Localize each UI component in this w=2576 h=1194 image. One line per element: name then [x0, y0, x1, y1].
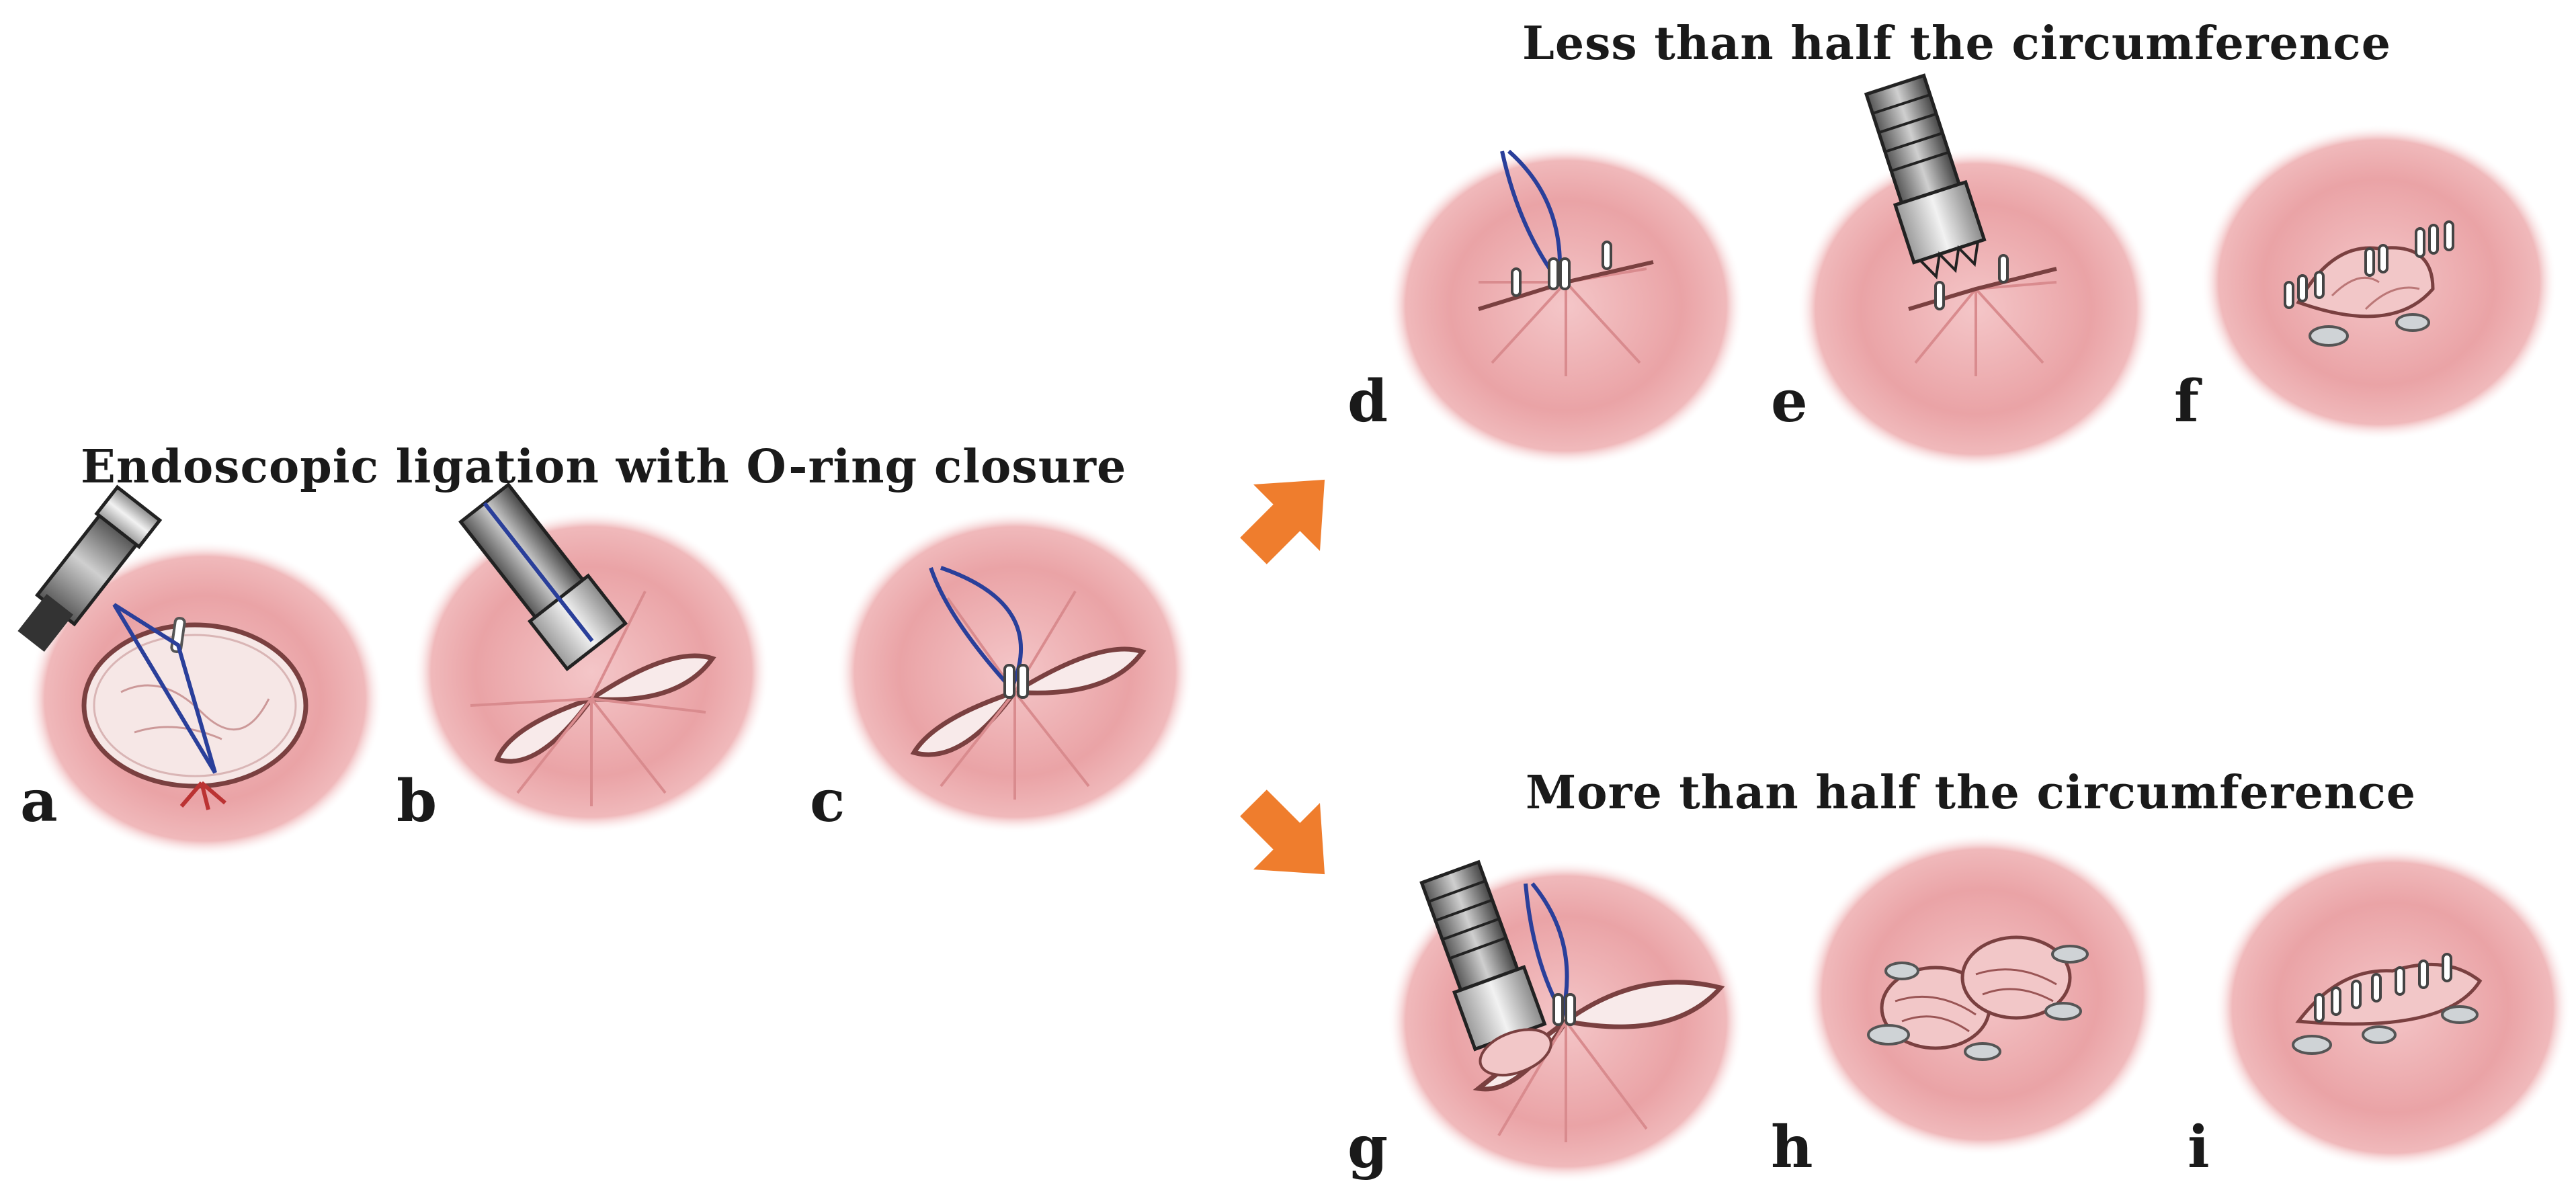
panel-i-illustration — [2214, 847, 2571, 1169]
panel-b-illustration — [413, 482, 770, 833]
panel-d-illustration — [1388, 144, 1744, 467]
panel-label-h: h — [1771, 1113, 1813, 1181]
title-upper: Less than half the circumference — [1522, 17, 2391, 71]
title-lower: More than half the circumference — [1526, 766, 2417, 820]
panel-h-illustration — [1804, 833, 2161, 1156]
arrow-to-lower — [1240, 790, 1325, 875]
panel-g-illustration — [1388, 859, 1744, 1183]
panel-label-a: a — [20, 767, 58, 835]
panel-label-d: d — [1347, 368, 1388, 435]
endoscope-a — [17, 484, 163, 652]
panel-label-g: g — [1347, 1113, 1388, 1181]
endoscope-e — [1864, 73, 1987, 280]
thread-loop — [112, 603, 217, 774]
panel-label-i: i — [2188, 1113, 2210, 1181]
panel-f-illustration — [2201, 124, 2557, 440]
panel-label-c: c — [810, 767, 845, 835]
panel-e-illustration — [1798, 73, 2154, 470]
panel-a-illustration — [17, 484, 383, 857]
panel-c-illustration — [837, 511, 1193, 833]
endoscope-g — [1419, 859, 1552, 1077]
endoscope-b — [458, 482, 628, 672]
panel-label-f: f — [2174, 368, 2199, 435]
arrow-to-upper — [1240, 479, 1325, 564]
title-main: Endoscopic ligation with O-ring closure — [81, 440, 1127, 494]
panel-label-e: e — [1771, 368, 1808, 435]
panel-label-b: b — [397, 767, 438, 835]
